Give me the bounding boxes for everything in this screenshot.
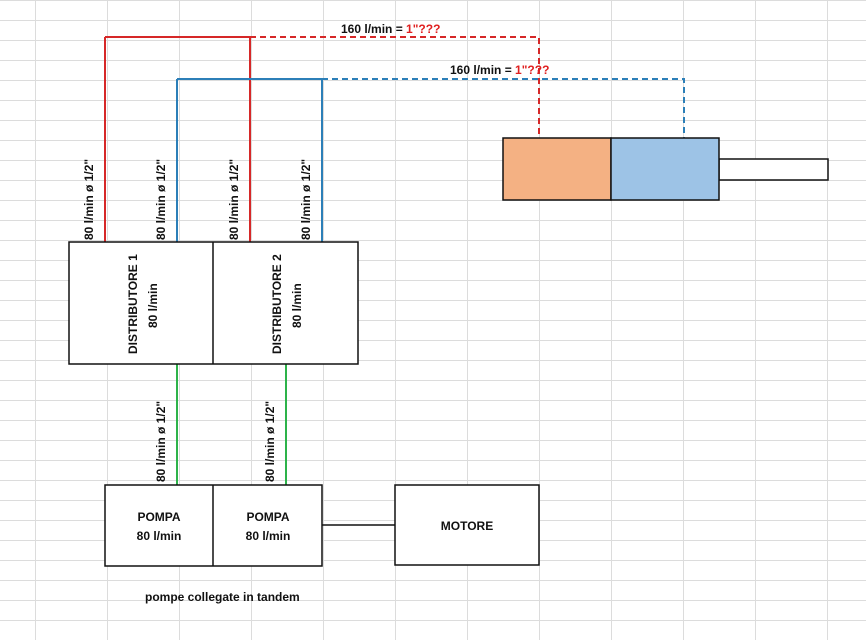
pipe-label-pump1: 80 l/min ø 1/2" <box>154 401 168 482</box>
cylinder-rod <box>718 158 829 181</box>
distributor2-name: DISTRIBUTORE 2 <box>270 254 284 354</box>
hydraulic-cylinder <box>502 137 829 201</box>
pump2-flow: 80 l/min <box>246 529 291 543</box>
caption: pompe collegate in tandem <box>145 590 300 604</box>
blue-lines <box>176 78 685 242</box>
pipe-label-d1-blue: 80 l/min ø 1/2" <box>154 159 168 240</box>
top-flow-label-red: 160 l/min = 1"??? <box>341 22 440 36</box>
distributor2-flow: 80 l/min <box>290 283 304 328</box>
top-flow-label-blue: 160 l/min = 1"??? <box>450 63 549 77</box>
pipe-label-pump2: 80 l/min ø 1/2" <box>263 401 277 482</box>
cylinder-chamber-orange <box>502 137 612 201</box>
distributor-block: DISTRIBUTORE 1 80 l/min DISTRIBUTORE 2 8… <box>68 241 359 365</box>
green-lines <box>176 364 287 485</box>
motor-block: MOTORE <box>394 484 540 566</box>
pump-block: POMPA 80 l/min POMPA 80 l/min <box>104 484 323 567</box>
pump1-flow: 80 l/min <box>137 529 182 543</box>
pipe-label-d2-blue: 80 l/min ø 1/2" <box>299 159 313 240</box>
pump1-name: POMPA <box>137 510 180 524</box>
pipe-label-d2-red: 80 l/min ø 1/2" <box>227 159 241 240</box>
distributor1-name: DISTRIBUTORE 1 <box>126 254 140 354</box>
motor-name: MOTORE <box>441 519 493 533</box>
pump2-name: POMPA <box>246 510 289 524</box>
blue-dashed-to-cylinder <box>322 78 685 138</box>
red-dashed-to-cylinder <box>250 36 540 138</box>
cylinder-chamber-blue <box>610 137 720 201</box>
pipe-label-d1-red: 80 l/min ø 1/2" <box>82 159 96 240</box>
distributor1-flow: 80 l/min <box>146 283 160 328</box>
motor-outline <box>394 484 540 566</box>
red-lines <box>104 36 540 242</box>
